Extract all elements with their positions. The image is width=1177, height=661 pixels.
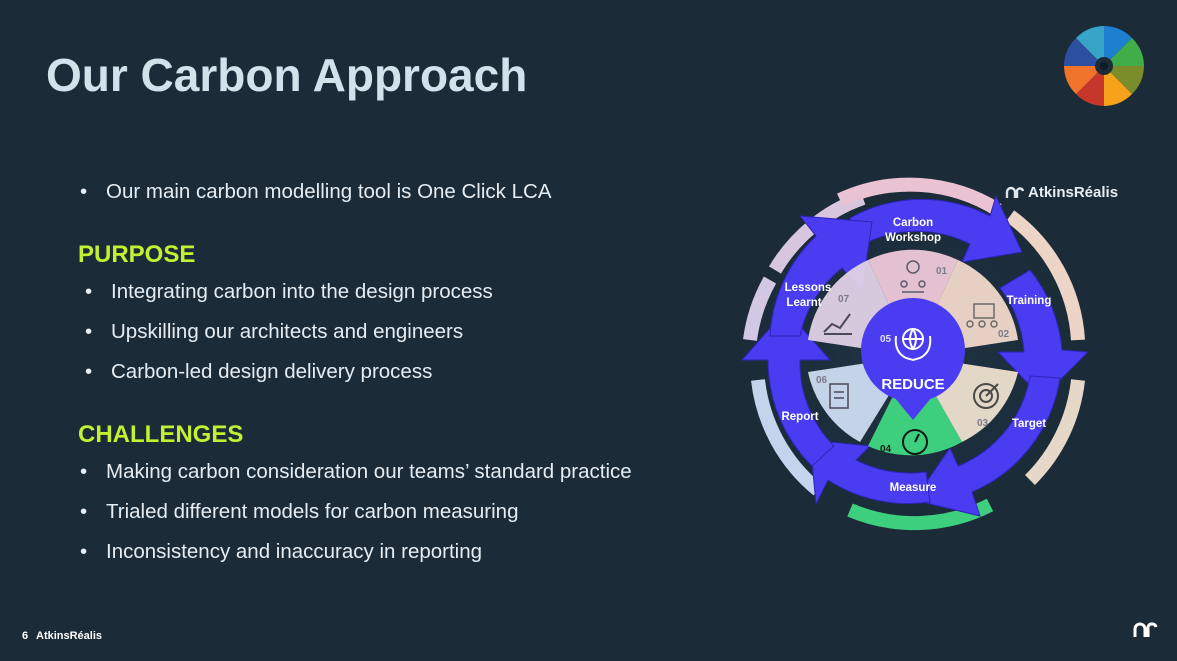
step-label: Workshop bbox=[885, 232, 941, 244]
purpose-item: Integrating carbon into the design proce… bbox=[85, 280, 493, 304]
sunburst-logo-icon bbox=[1064, 26, 1144, 106]
step-label: Carbon bbox=[893, 217, 933, 229]
challenges-item: Trialed different models for carbon meas… bbox=[80, 500, 519, 524]
purpose-heading: PURPOSE bbox=[78, 241, 196, 268]
step-number: 03 bbox=[977, 418, 989, 429]
purpose-item: Carbon-led design delivery process bbox=[85, 360, 432, 384]
brand-mark-icon bbox=[1133, 622, 1158, 637]
challenges-heading: CHALLENGES bbox=[78, 421, 244, 448]
step-number: 01 bbox=[936, 266, 948, 277]
center-number: 05 bbox=[880, 334, 892, 345]
purpose-item: Upskilling our architects and engineers bbox=[85, 320, 463, 344]
step-label: Lessons bbox=[785, 282, 832, 294]
step-label: Measure bbox=[890, 482, 937, 494]
step-label: Report bbox=[781, 411, 818, 423]
chart-icon bbox=[823, 313, 852, 335]
challenges-item: Inconsistency and inaccuracy in reportin… bbox=[80, 540, 482, 564]
step-label: Training bbox=[1007, 295, 1052, 307]
center-label: REDUCE bbox=[881, 376, 944, 393]
cycle-arrows bbox=[740, 194, 1090, 517]
footer-brand: AtkinsRéalis bbox=[36, 630, 103, 642]
carbon-cycle-diagram: 01 02 03 04 06 07 05 REDUCE Carbon Works… bbox=[713, 156, 1113, 556]
training-icon bbox=[966, 303, 998, 328]
step-label: Learnt bbox=[786, 297, 821, 309]
report-icon bbox=[829, 383, 849, 409]
step-number: 07 bbox=[838, 294, 850, 305]
step-number: 06 bbox=[816, 375, 828, 386]
brand-tag-label: AtkinsRéalis bbox=[1028, 184, 1119, 201]
step-number: 02 bbox=[998, 329, 1010, 340]
target-icon bbox=[973, 383, 999, 409]
page-number: 6 bbox=[22, 630, 29, 642]
challenges-item: Making carbon consideration our teams’ s… bbox=[80, 460, 632, 484]
step-number: 04 bbox=[880, 444, 892, 455]
intro-bullet: Our main carbon modelling tool is One Cl… bbox=[80, 180, 551, 204]
meeting-icon bbox=[900, 260, 926, 293]
gauge-icon bbox=[902, 429, 928, 455]
hands-globe-icon bbox=[894, 328, 932, 362]
outer-ring bbox=[743, 177, 1085, 531]
step-label: Target bbox=[1012, 418, 1046, 430]
page-title: Our Carbon Approach bbox=[46, 49, 528, 101]
